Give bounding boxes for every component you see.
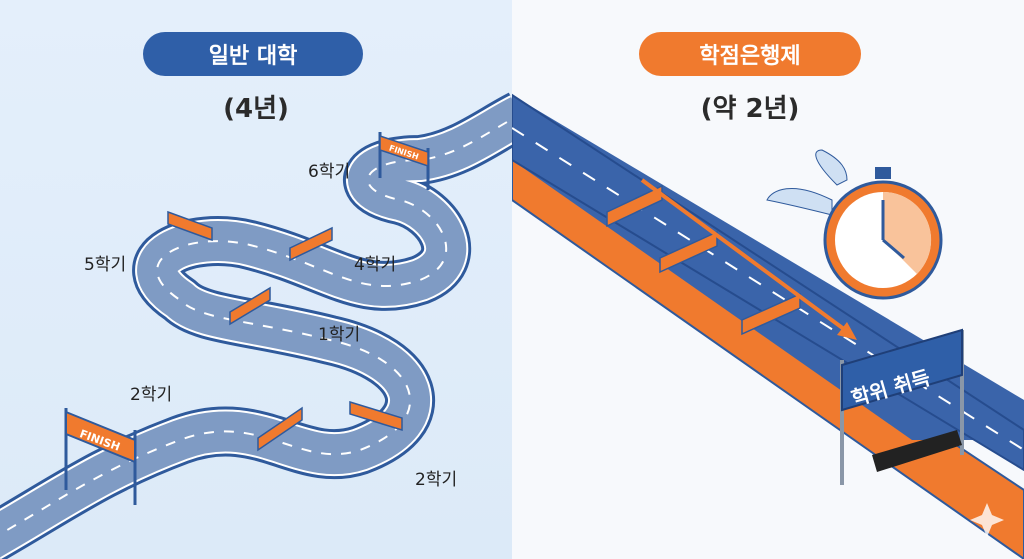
general-university-title: 일반 대학 [143,32,363,76]
straight-road-illustration [512,93,1024,559]
semester-label-6: 6학기 [308,162,351,182]
semester-label-2a: 2학기 [130,385,173,405]
left-panel-general-university: FINISH FINISH 일반 대학 (4년) 6학기 5학기 4학기 1학기… [0,0,512,559]
credit-bank-title: 학점은행제 [639,32,861,76]
semester-label-2b: 2학기 [415,470,458,490]
sparkle-icon [970,503,1004,537]
semester-label-5: 5학기 [84,255,127,275]
semester-label-1: 1학기 [318,325,361,345]
speed-arrow [640,178,854,337]
stopwatch-icon [766,149,943,300]
general-university-duration: (4년) [223,94,289,124]
semester-label-4: 4학기 [354,255,397,275]
hurdles-right [606,184,801,336]
winding-road-illustration: FINISH FINISH [0,92,512,559]
degree-gate [840,328,964,485]
hurdles [167,210,403,452]
credit-bank-duration: (약 2년) [700,94,800,124]
finish-gate-bottom: FINISH [64,408,137,505]
right-panel-credit-bank: 학점은행제 (약 2년) 학위 취득 [512,0,1024,559]
